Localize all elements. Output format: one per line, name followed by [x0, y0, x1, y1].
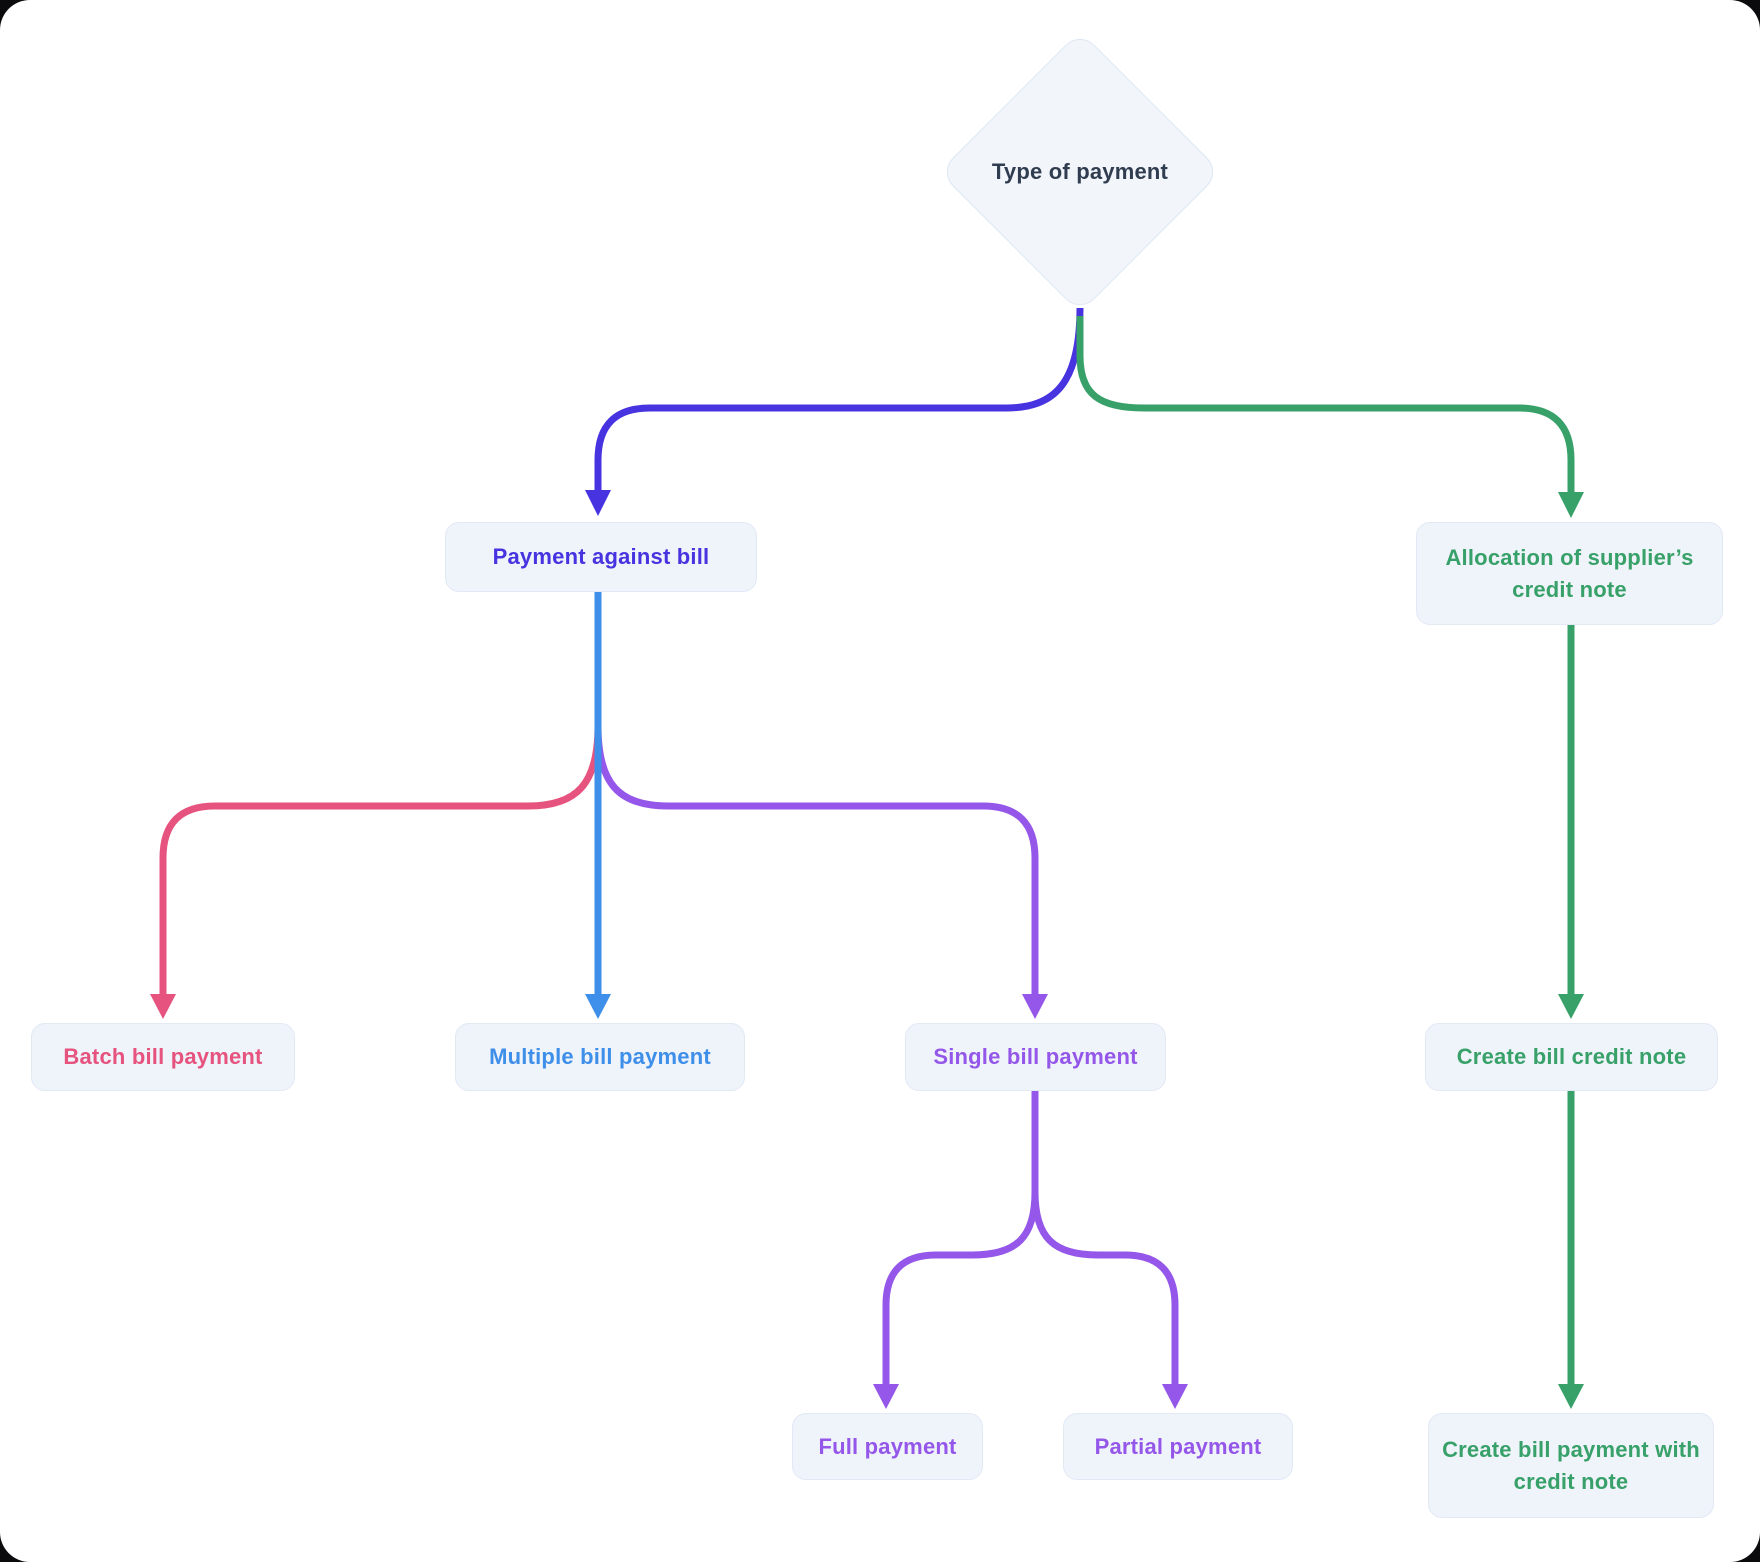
arrowhead-single [1022, 994, 1048, 1019]
connector-single-to-full [882, 1091, 1039, 1386]
arrowhead-payment-against-bill [585, 490, 611, 516]
arrowhead-create-credit-note [1558, 994, 1584, 1019]
connector-root-to-payment-against-bill [594, 307, 1084, 492]
decision-diamond-label: Type of payment [991, 159, 1169, 184]
node-full-payment: Full payment [792, 1413, 983, 1480]
arrowhead-create-payment-note [1558, 1384, 1584, 1409]
arrowhead-full-payment [873, 1384, 899, 1409]
node-batch-bill-payment: Batch bill payment [31, 1023, 295, 1091]
connector-root-to-allocation [1076, 316, 1575, 494]
node-payment-against-bill: Payment against bill [445, 522, 757, 592]
node-partial-payment: Partial payment [1063, 1413, 1293, 1480]
connector-bill-to-single [594, 725, 1039, 996]
connector-single-to-partial [1031, 1091, 1179, 1386]
node-create-bill-payment-with-credit-note: Create bill payment with credit note [1428, 1413, 1714, 1518]
connector-bill-to-batch [159, 725, 602, 996]
node-single-bill-payment: Single bill payment [905, 1023, 1166, 1091]
arrowhead-allocation [1558, 492, 1584, 518]
node-allocation-of-suppliers-credit-note: Allocation of supplier’s credit note [1416, 522, 1723, 625]
arrowhead-partial-payment [1162, 1384, 1188, 1409]
node-create-bill-credit-note: Create bill credit note [1425, 1023, 1718, 1091]
arrowhead-multiple [585, 994, 611, 1019]
node-multiple-bill-payment: Multiple bill payment [455, 1023, 745, 1091]
arrowhead-batch [150, 994, 176, 1019]
